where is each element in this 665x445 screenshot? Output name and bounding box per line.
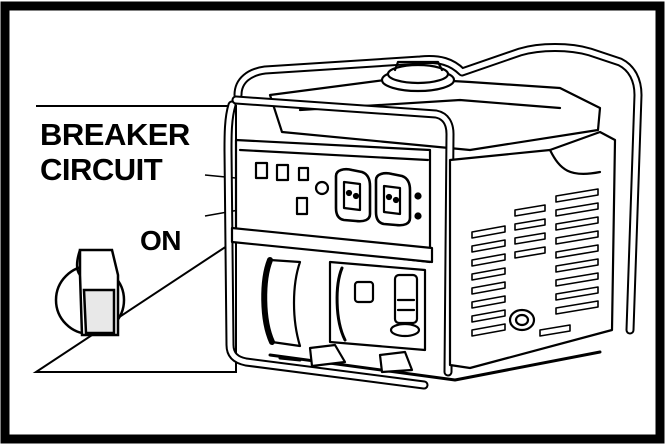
circuit-label: CIRCUIT [40, 152, 163, 187]
on-label: ON [140, 225, 182, 256]
generator-illustration [223, 43, 643, 390]
breaker-switch-detail [54, 248, 126, 337]
breaker-label: BREAKER [40, 117, 190, 152]
